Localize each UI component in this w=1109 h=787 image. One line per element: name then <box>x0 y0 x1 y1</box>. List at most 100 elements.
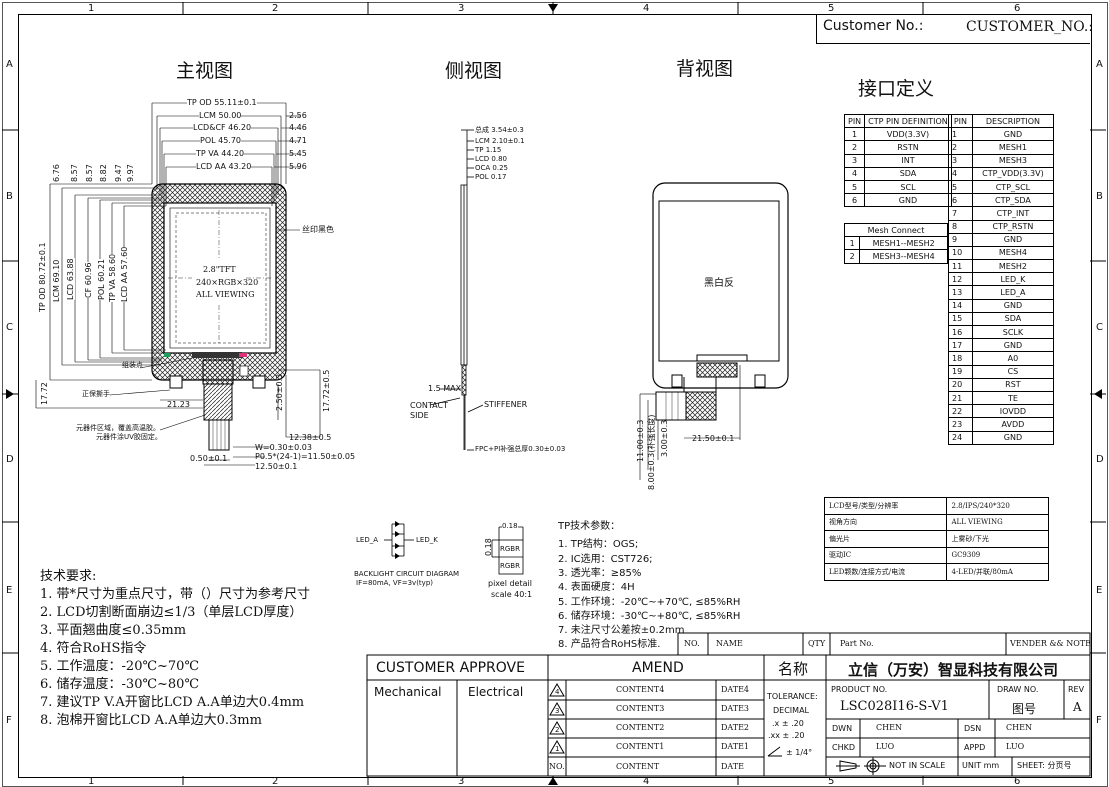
drawing-frame <box>18 14 1092 778</box>
pixel-dim-h: 0.18 <box>502 522 518 530</box>
tech-4: 4. 符合RoHS指令 <box>40 641 147 656</box>
content-2: CONTENT2 <box>616 723 665 732</box>
interface-title: 接口定义 <box>858 78 935 100</box>
date-3: DATE3 <box>721 704 750 713</box>
date-0: DATE <box>721 762 744 771</box>
table-cell: 4-LED/并联/80mA <box>946 563 1049 581</box>
grid-row-b-right: B <box>1096 191 1103 202</box>
table-cell: 6 <box>843 193 866 208</box>
dim-2123: 21.23 <box>167 400 190 409</box>
screen-resolution: 240×RGB×320 <box>196 278 259 287</box>
tp-spec-1: 1. TP结构：OGS; <box>558 539 639 550</box>
dim-lcd-cf: LCD&CF 46.20 <box>193 123 252 132</box>
mechanical-label: Mechanical <box>374 685 442 699</box>
tech-8: 8. 泡棉开窗比LCD A.A单边大0.3mm <box>40 713 262 728</box>
table-cell: PIN <box>843 113 866 129</box>
grid-col-6: 6 <box>1014 3 1021 14</box>
tear-tab-label: 正保撕手 <box>82 390 110 398</box>
screen-viewing: ALL VIEWING <box>196 290 255 299</box>
grid-row-a-right: A <box>1096 59 1103 70</box>
tolerance-x: .x ± .20 <box>772 719 804 728</box>
amend-tri-4: 4 <box>555 688 560 696</box>
chkd-label: CHKD <box>832 743 856 752</box>
dim-right-545: 5.45 <box>289 149 307 158</box>
amend-label: AMEND <box>632 660 684 676</box>
content-4: CONTENT4 <box>616 685 665 694</box>
rev-label: REV <box>1068 685 1085 694</box>
draw-no-label: DRAW NO. <box>997 685 1039 694</box>
tech-3: 3. 平面翘曲度≤0.35mm <box>40 623 187 638</box>
tp-spec-6: 6. 储存环境：-30℃~+80℃, ≤85%RH <box>558 611 741 622</box>
customer-label: Customer No.: <box>823 18 924 34</box>
pixel-scale: scale 40:1 <box>491 590 533 599</box>
date-1: DATE1 <box>721 742 750 751</box>
grid-col-2-bottom: 2 <box>272 776 279 787</box>
dim-right-471: 4.71 <box>289 136 307 145</box>
name-label: 名称 <box>778 660 809 678</box>
tech-6: 6. 储存温度：-30℃~80℃ <box>40 677 199 692</box>
grid-row-e-right: E <box>1096 585 1103 596</box>
dsn-label: DSN <box>964 724 982 733</box>
component-note-1: 元器件区域，覆盖高温胶。 <box>76 424 160 432</box>
dim-tp-od: TP OD 55.11±0.1 <box>187 98 257 107</box>
amend-no: NO. <box>549 762 565 771</box>
side-dim-lcd: LCD 0.80 <box>475 155 507 163</box>
side-dim-total: 总成 3.54±0.3 <box>475 126 524 134</box>
side-dim-tp: TP 1.15 <box>475 146 502 154</box>
table-cell: MESH3--MESH4 <box>859 249 948 264</box>
grid-col-5-bottom: 5 <box>828 776 835 787</box>
grid-col-2: 2 <box>272 3 279 14</box>
table-cell: GND <box>971 430 1055 445</box>
tolerance-xx: .xx ± .20 <box>768 731 805 740</box>
dim-right-596: 5.96 <box>289 162 307 171</box>
back-view-title: 背视图 <box>676 58 734 80</box>
front-view-title: 主视图 <box>176 60 234 82</box>
side-dim-lcm: LCM 2.10±0.1 <box>475 137 525 145</box>
table-cell: 2 <box>843 249 861 264</box>
appd-value: LUO <box>1006 742 1025 751</box>
tp-spec-3: 3. 透光率：≥85% <box>558 568 642 579</box>
customer-approve-label: CUSTOMER APPROVE <box>376 660 525 676</box>
dwn-value: CHEN <box>876 723 902 732</box>
scale-label: NOT IN SCALE <box>889 761 946 770</box>
company-name: 立信（万安）智显科技有限公司 <box>848 661 1059 679</box>
tp-spec-title: TP技术参数： <box>558 521 621 532</box>
backlight-led-a: LED_A <box>356 536 379 544</box>
dim-050: 0.50±0.1 <box>190 454 228 463</box>
date-4: DATE4 <box>721 685 750 694</box>
tp-spec-8: 8. 产品符合RoHS标准. <box>558 639 661 650</box>
chkd-value: LUO <box>876 742 895 751</box>
product-no-label: PRODUCT NO. <box>831 685 888 694</box>
dim-lcd-aa: LCD AA 43.20 <box>196 162 252 171</box>
side-max: 1.5 MAX <box>428 384 462 393</box>
appd-label: APPD <box>964 743 986 752</box>
amend-tri-3: 3 <box>555 707 560 715</box>
bom-part: Part No. <box>840 639 874 648</box>
assembly-point-label: 组装点 <box>122 361 143 369</box>
bom-qty: QTY <box>808 639 826 648</box>
dim-lcm: LCM 50.00 <box>199 111 242 120</box>
back-text: 黑白反 <box>704 278 734 289</box>
tp-spec-7: 7. 未注尺寸公差按±0.2mm <box>558 625 685 636</box>
side-contact: CONTACT <box>410 401 448 410</box>
dim-right-256: 2.56 <box>289 111 307 120</box>
electrical-label: Electrical <box>468 685 524 699</box>
draw-no: 图号 <box>1012 702 1037 716</box>
tolerance-angle: ± 1/4° <box>786 748 813 757</box>
component-note-2: 元器件涂UV胶固定。 <box>96 433 162 441</box>
backlight-sub: IF=80mA, VF=3v(typ) <box>356 579 433 587</box>
